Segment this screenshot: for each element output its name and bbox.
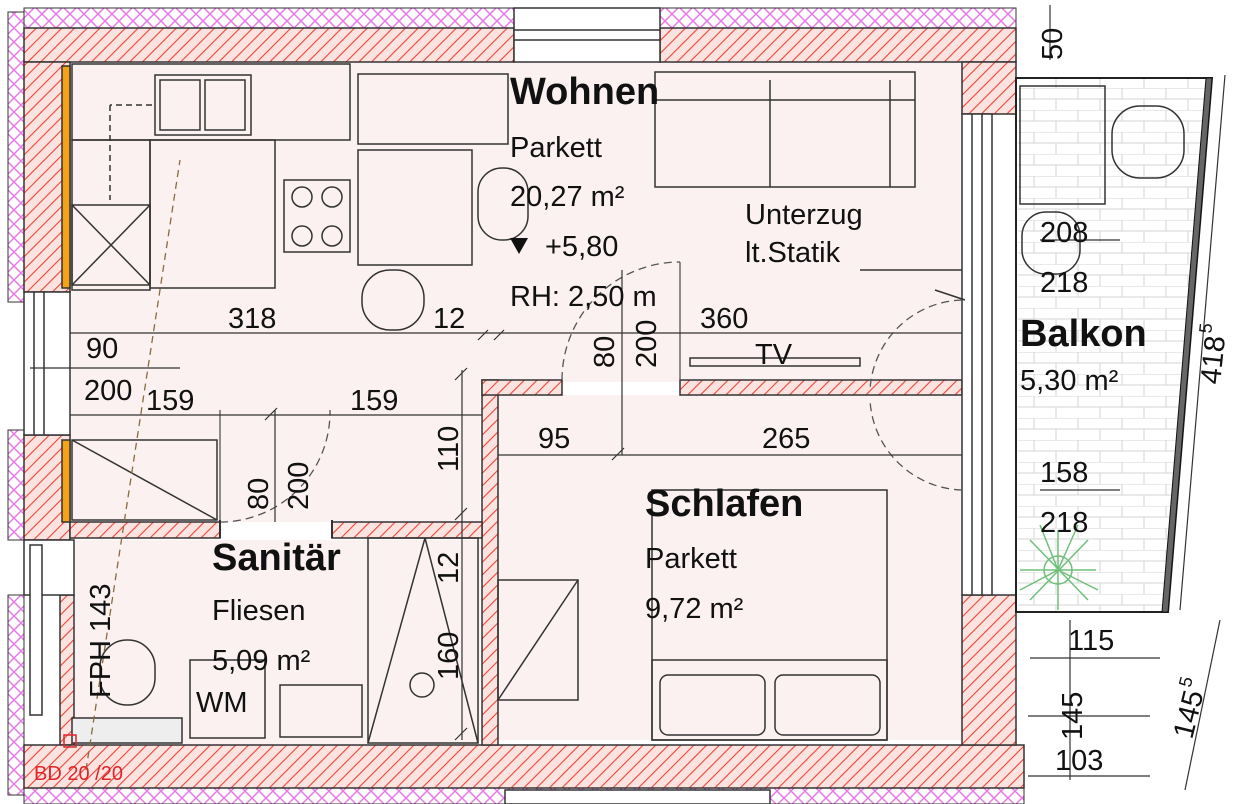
dim-label: 103: [1055, 745, 1103, 777]
dim-label-superscript: 5: [1175, 675, 1197, 690]
unterzug-label: Unterzug: [745, 199, 863, 231]
room-floor: Parkett: [510, 132, 602, 164]
windows: [23, 7, 993, 804]
room-wohnen: Wohnen Parkett 20,27 m² +5,80 RH: 2,50 m: [510, 71, 659, 313]
room-name: Schlafen: [645, 483, 803, 525]
dim-label: 145: [1168, 687, 1211, 742]
dim-label: 159: [350, 385, 398, 417]
dim-label: 80: [243, 478, 275, 510]
dim-label: 218: [1040, 507, 1088, 539]
marker-icon: [63, 734, 77, 748]
dim-label: 90: [86, 333, 118, 365]
room-name: Wohnen: [510, 71, 659, 113]
room-height: RH: 2,50 m: [510, 281, 657, 313]
room-area: 5,30 m²: [1020, 365, 1119, 397]
dim-label: 200: [631, 320, 663, 368]
unterzug-statik-label: lt.Statik: [745, 237, 841, 269]
dim-label: 208: [1040, 217, 1088, 249]
dim-label: 158: [1040, 457, 1088, 489]
balcony-furniture: [1019, 85, 1185, 275]
room-name: Balkon: [1020, 313, 1147, 355]
dimension-labels: 50 318 12 360 90 200 159 159 80 200 110 …: [84, 28, 1232, 777]
dim-label: 265: [762, 423, 810, 455]
doors: [85, 159, 963, 771]
dim-label: 159: [146, 385, 194, 417]
floor-areas: [70, 62, 1210, 745]
dim-label: 200: [283, 462, 315, 510]
washing-machine-label: WM: [196, 687, 248, 719]
walls: [23, 27, 1025, 789]
level-triangle-icon: [510, 238, 528, 254]
dim-label: 200: [84, 375, 132, 407]
dim-label: 115: [1068, 625, 1114, 657]
dim-label: 95: [538, 423, 570, 455]
living-furniture: [654, 71, 966, 367]
balcony-outline: [1015, 77, 1214, 613]
dim-label: 50: [1037, 28, 1069, 60]
room-balkon: Balkon 5,30 m²: [1020, 313, 1147, 397]
room-name: Sanitär: [212, 537, 341, 579]
room-area: 5,09 m²: [212, 645, 311, 677]
room-floor: Fliesen: [212, 595, 306, 627]
dim-label: 110: [433, 426, 465, 472]
tv-label: TV: [755, 339, 793, 371]
bath-fixtures: [71, 439, 479, 744]
room-area: 20,27 m²: [510, 181, 625, 213]
bd-note: BD 20 /20: [34, 763, 123, 785]
dim-label: 12: [433, 552, 465, 584]
plant-icon: [1019, 524, 1099, 610]
dim-label: 218: [1040, 267, 1088, 299]
dim-label: 80: [589, 336, 621, 368]
dim-label: 360: [700, 303, 748, 335]
dimension-lines: [30, 5, 1226, 791]
dim-label: 418: [1195, 334, 1232, 385]
level-mark: +5,80: [545, 231, 618, 263]
dim-label: 145: [1057, 692, 1089, 740]
room-schlafen: Schlafen Parkett 9,72 m²: [645, 483, 803, 625]
fph-label: FPH 143: [85, 584, 117, 698]
bedroom-furniture: [497, 489, 888, 741]
room-area: 9,72 m²: [645, 593, 744, 625]
dim-label: 12: [433, 303, 465, 335]
kitchen-counter: [71, 63, 529, 331]
room-floor: Parkett: [645, 543, 737, 575]
dim-label: 318: [228, 303, 276, 335]
room-sanitaer: Sanitär Fliesen 5,09 m²: [212, 537, 341, 677]
dim-label: 160: [433, 632, 465, 680]
dim-label-superscript: 5: [1195, 322, 1216, 334]
